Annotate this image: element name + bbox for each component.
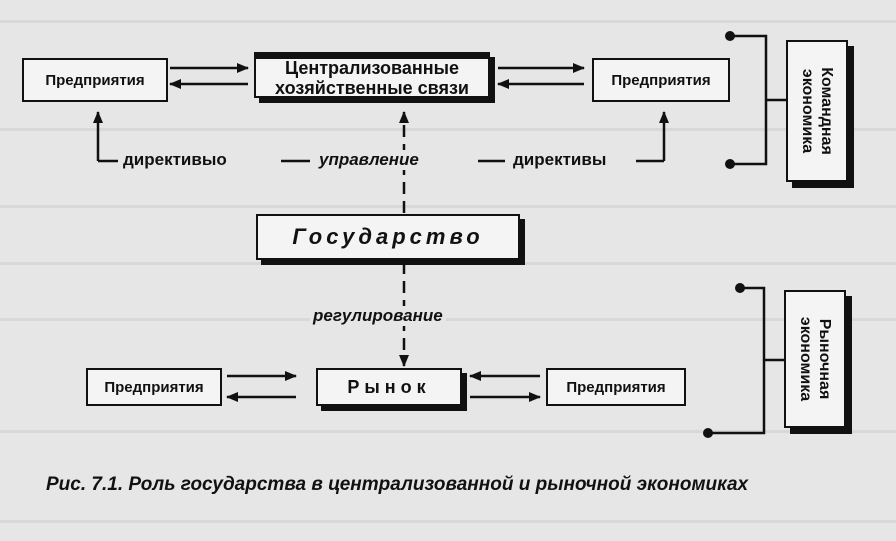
regulation-label: регулирование <box>310 306 446 326</box>
bracket-dot <box>735 283 745 293</box>
market-economy-line1: Рыночная <box>816 318 833 400</box>
enterprises-bottom-right-box: Предприятия <box>546 368 686 406</box>
central-links-label-line2: хозяйственные связи <box>275 77 469 98</box>
command-economy-line2: экономика <box>799 68 816 154</box>
enterprises-bottom-left-box: Предприятия <box>86 368 222 406</box>
command-economy-bracket <box>730 34 768 166</box>
enterprises-bottom-left-label: Предприятия <box>104 378 204 396</box>
background-text-line <box>0 205 896 208</box>
market-label: Рынок <box>347 376 431 397</box>
central-links-box: Централизованные хозяйственные связи <box>254 52 490 98</box>
background-text-line <box>0 262 896 265</box>
background-text-line <box>0 20 896 23</box>
market-economy-line2: экономика <box>797 316 814 402</box>
enterprises-bottom-right-label: Предприятия <box>566 378 666 396</box>
management-label: управление <box>316 150 422 170</box>
command-economy-line1: Командная <box>818 67 835 155</box>
command-economy-label: Командная экономика <box>798 67 836 155</box>
state-label: Государство <box>292 224 484 249</box>
bracket-dot <box>725 31 735 41</box>
state-box: Государство <box>256 214 520 260</box>
background-text-line <box>0 520 896 523</box>
bracket-dot <box>703 428 713 438</box>
figure-caption: Рис. 7.1. Роль государства в централизов… <box>46 474 749 495</box>
market-economy-label: Рыночная экономика <box>796 317 834 401</box>
background-text-line <box>0 128 896 131</box>
directive-right-label: директивы <box>510 150 610 170</box>
enterprises-top-right-box: Предприятия <box>592 58 730 102</box>
background-text-line <box>0 430 896 433</box>
enterprises-top-right-label: Предприятия <box>611 71 711 89</box>
enterprises-top-left-label: Предприятия <box>45 71 145 89</box>
market-economy-bracket <box>708 286 766 435</box>
market-box: Рынок <box>316 368 462 406</box>
directive-left-label: директивыо <box>120 150 230 170</box>
enterprises-top-left-box: Предприятия <box>22 58 168 102</box>
central-links-label-line1: Централизованные <box>284 57 460 78</box>
bracket-dot <box>725 159 735 169</box>
command-economy-box: Командная экономика <box>786 40 848 182</box>
background-text-line <box>0 318 896 321</box>
market-economy-box: Рыночная экономика <box>784 290 846 428</box>
